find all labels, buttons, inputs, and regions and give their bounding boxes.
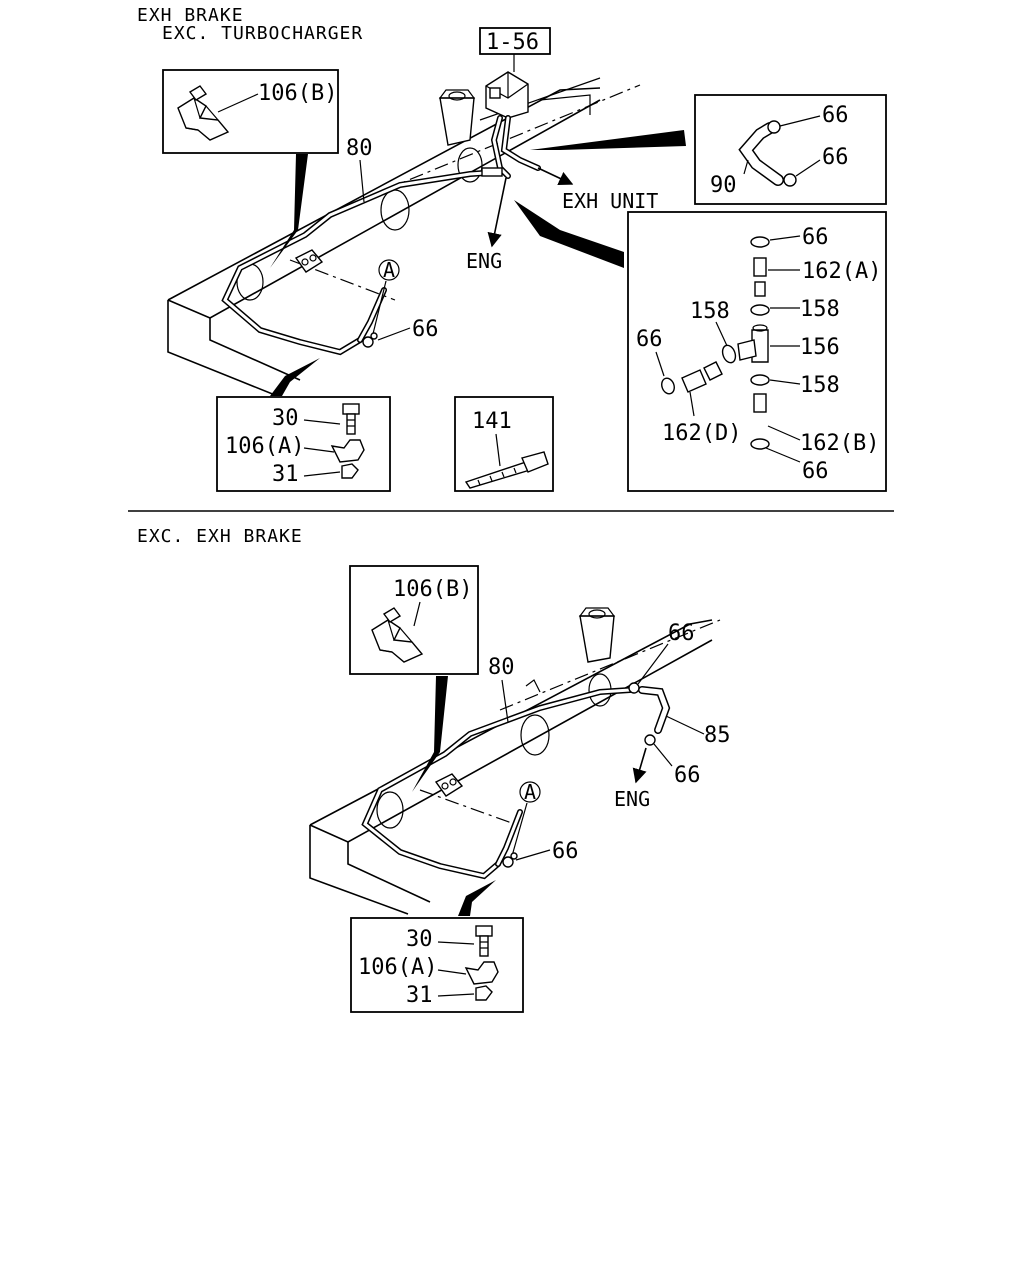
section-exc-exh-brake: EXC. EXH BRAKE: [137, 526, 731, 1013]
clamp-66-main-2-icon: [502, 852, 518, 868]
clip-106a-icon: [330, 439, 365, 463]
washer-158-top-label: 158: [800, 297, 840, 322]
callout-a-2-label: A: [524, 780, 536, 804]
hose-90-clamp-2-label: 66: [822, 145, 849, 170]
joint-clamp-left-icon: [661, 377, 675, 395]
hose-90-clamp-1-icon: [767, 120, 781, 134]
inset-tee-joint: [627, 211, 887, 492]
air-tank-2-icon: [578, 607, 616, 663]
bolt-30-icon: [342, 403, 360, 435]
inset-pointer-106b: [270, 154, 308, 268]
tie-141-label: 141: [472, 409, 512, 434]
nut-31-2-icon: [475, 985, 493, 1001]
tee-156-label: 156: [800, 335, 840, 360]
hose-162a-label: 162(A): [802, 259, 881, 284]
pipe-80-label: 80: [346, 136, 373, 161]
solenoid-valve-icon: [481, 71, 541, 179]
hose-90-icon: [738, 122, 784, 186]
clip-106a-2-label: 106(A): [358, 955, 437, 980]
pipe-80-2: [361, 687, 633, 880]
pipe-80-2-label: 80: [488, 655, 515, 680]
clamp-66-main-2-label: 66: [552, 839, 579, 864]
washer-158-top-icon: [750, 304, 770, 316]
section-header-line-2: EXC. TURBOCHARGER: [162, 23, 363, 44]
clip-106a-label: 106(A): [225, 434, 304, 459]
eng-arrow: [487, 177, 507, 248]
callout-a-label: A: [383, 258, 395, 282]
joint-clamp-top-label: 66: [802, 225, 829, 250]
washer-158-bottom-label: 158: [800, 373, 840, 398]
pipe-80: [221, 169, 503, 356]
ref-box-frame: [479, 27, 551, 55]
clamp-66-top-icon: [628, 682, 640, 694]
joint-clamp-left-label: 66: [636, 327, 663, 352]
exh-unit-arrow: [537, 167, 574, 185]
hose-90-label: 90: [710, 173, 737, 198]
joint-clamp-bottom-label: 66: [802, 459, 829, 484]
inset-fasteners: [216, 396, 391, 492]
clamp-66-label: 66: [412, 317, 439, 342]
joint-clamp-top-icon: [750, 236, 770, 248]
chassis-frame-2: [309, 619, 721, 915]
callout-a-circle: [378, 259, 400, 281]
clip-106a-2-icon: [464, 961, 499, 985]
hose-162b-icon: [753, 393, 767, 413]
section-exh-brake: EXH BRAKE EXC. TURBOCHARGER: [137, 5, 887, 492]
clamp-66-hose-icon: [644, 734, 656, 746]
washer-158-left-label: 158: [690, 299, 730, 324]
washer-158-left-icon: [721, 344, 737, 364]
inset-fasteners-2: [350, 917, 524, 1013]
hose-90-clamp-2-icon: [783, 173, 797, 187]
washer-158-bottom-icon: [750, 374, 770, 386]
clamp-66-top-label: 66: [668, 621, 695, 646]
hose-162a-inner-icon: [754, 281, 766, 297]
section-2-header-line-1: EXC. EXH BRAKE: [137, 526, 303, 547]
inset-pointer-tee-joint: [514, 200, 624, 268]
hose-162b-label: 162(B): [800, 431, 879, 456]
nut-31-label: 31: [272, 462, 299, 487]
callout-a-2-circle: [519, 781, 541, 803]
hose-162d-icon: [681, 361, 723, 393]
hose-90-clamp-1-label: 66: [822, 103, 849, 128]
clamp-66-icon: [362, 332, 378, 348]
tee-156-icon: [737, 324, 769, 363]
inset-cable-tie: [454, 396, 554, 492]
clamp-66-hose-label: 66: [674, 763, 701, 788]
joint-clamp-bottom-icon: [750, 438, 770, 450]
section-header-line-1: EXH BRAKE: [137, 5, 244, 26]
clip-106b-label: 106(B): [258, 81, 337, 106]
air-tank-icon: [438, 89, 476, 146]
inset-pointer-fasteners: [270, 358, 320, 396]
bolt-30-2-icon: [475, 925, 493, 957]
hose-85-icon: [638, 686, 671, 734]
clip-106b-icon: [177, 85, 230, 141]
inset-clip-106b: [162, 69, 339, 154]
clip-106b-2-icon: [371, 607, 424, 663]
hose-85-label: 85: [704, 723, 731, 748]
inset-hose-90: [694, 94, 887, 205]
cable-tie-141-icon: [464, 451, 549, 489]
frame-bracket-2-icon: [434, 773, 464, 797]
nut-31-2-label: 31: [406, 983, 433, 1008]
inset-pointer-hose-90: [530, 130, 686, 150]
inset-clip-106b-2: [349, 565, 479, 675]
eng-2-label: ENG: [614, 787, 650, 811]
eng-label: ENG: [466, 249, 502, 273]
bolt-30-2-label: 30: [406, 927, 433, 952]
frame-bracket-icon: [294, 249, 324, 273]
ref-box-label: 1-56: [486, 30, 539, 55]
clip-106b-2-label: 106(B): [393, 577, 472, 602]
exh-unit-label: EXH UNIT: [562, 189, 658, 213]
hose-162a-icon: [753, 257, 767, 277]
hose-162d-label: 162(D): [662, 421, 741, 446]
bolt-30-label: 30: [272, 406, 299, 431]
inset-pointer-fasteners-2: [458, 880, 496, 916]
eng-2-arrow: [632, 747, 647, 784]
nut-31-icon: [341, 463, 359, 479]
inset-pointer-106b-2: [412, 676, 448, 792]
